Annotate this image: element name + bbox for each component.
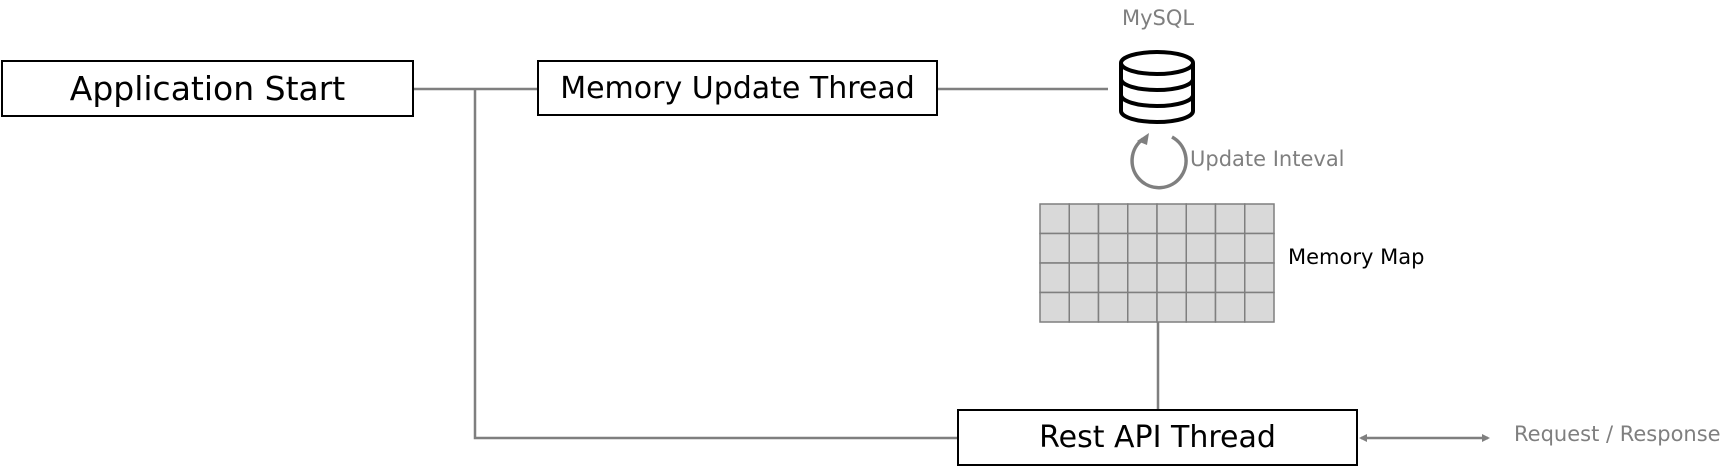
memory-map-cell: [1244, 232, 1275, 264]
memory-map-cell: [1127, 203, 1158, 235]
memory-update-thread-node: Memory Update Thread: [537, 60, 938, 116]
memory-map-cell: [1185, 291, 1217, 323]
memory-map-cell: [1127, 232, 1158, 264]
memory-map-cell: [1068, 291, 1100, 323]
update-interval-label: Update Inteval: [1190, 147, 1345, 171]
memory-map-cell: [1244, 203, 1275, 235]
memory-map-cell: [1244, 291, 1275, 323]
memory-update-thread-label: Memory Update Thread: [560, 70, 915, 106]
memory-map-cell: [1097, 203, 1129, 235]
memory-map-cell: [1039, 203, 1070, 235]
memory-map-cell: [1156, 203, 1187, 235]
application-start-node: Application Start: [1, 60, 414, 117]
memory-map-cell: [1214, 262, 1246, 294]
memory-map-cell: [1214, 203, 1246, 235]
memory-map-cell: [1214, 232, 1246, 264]
memory-map-cell: [1127, 262, 1158, 294]
memory-map-cell: [1214, 291, 1246, 323]
rest-api-thread-node: Rest API Thread: [957, 409, 1358, 466]
memory-map-cell: [1068, 232, 1100, 264]
memory-map-cell: [1156, 291, 1187, 323]
memory-map-cell: [1097, 232, 1129, 264]
connectors: [414, 87, 1490, 442]
memory-map-cell: [1068, 262, 1100, 294]
mysql-label: MySQL: [1122, 6, 1195, 30]
memory-map-cell: [1127, 291, 1158, 323]
memory-map-cell: [1244, 262, 1275, 294]
memory-map-cell: [1068, 203, 1100, 235]
memory-map-cell: [1156, 262, 1187, 294]
memory-map-cell: [1039, 262, 1070, 294]
memory-map-cell: [1185, 203, 1217, 235]
memory-map-cell: [1039, 232, 1070, 264]
memory-map-cell: [1097, 291, 1129, 323]
database-icon: [1119, 50, 1195, 124]
memory-map-cell: [1156, 232, 1187, 264]
request-response-label: Request / Response: [1514, 422, 1721, 446]
rest-api-thread-label: Rest API Thread: [1039, 420, 1276, 455]
memory-map-cell: [1185, 232, 1217, 264]
connector-app-to-rest-thread: [473, 89, 957, 440]
memory-map-grid: [1039, 203, 1275, 323]
memory-map-cell: [1185, 262, 1217, 294]
memory-map-cell: [1097, 262, 1129, 294]
memory-map-cell: [1039, 291, 1070, 323]
refresh-cycle-icon: [1130, 133, 1188, 190]
memory-map-label: Memory Map: [1288, 245, 1425, 269]
application-start-label: Application Start: [69, 69, 346, 108]
